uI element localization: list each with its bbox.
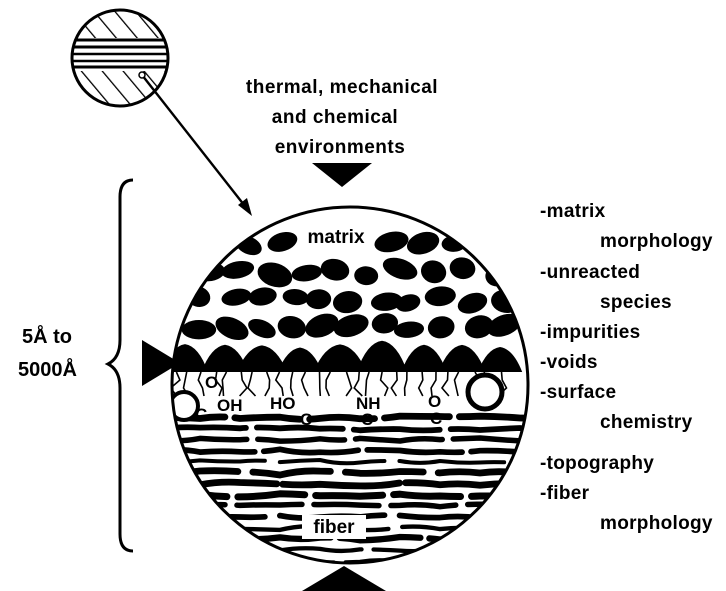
environment-text-line-2: and chemical [272,107,398,128]
interphase-particle [357,341,408,372]
fiber-layer [160,548,560,552]
scale-brace [108,180,133,551]
factor-6-line-1: -fiber [540,483,590,504]
matrix-particle [212,312,252,345]
matrix-particle [254,258,295,291]
factor-3-line-1: -voids [540,352,598,373]
interphase-particle [401,345,446,372]
fiber-layer [160,494,560,497]
matrix-particle [319,256,352,283]
chem-ho: HO [270,394,296,413]
factor-1-line-1: -unreacted [540,262,640,283]
fiber-label: fiber [313,517,355,538]
scale-label-line-1: 5Å to [22,324,72,348]
matrix-particle [212,205,238,224]
factor-4-line-1: -surface [540,382,616,403]
matrix-label: matrix [307,227,364,248]
chem-carbon-2: C [300,410,312,429]
matrix-particle [380,254,420,284]
factor-0-line-2: morphology [600,231,713,252]
fiber-layer [160,460,560,463]
factor-0-line-1: -matrix [540,201,606,222]
matrix-particle [475,235,511,255]
interphase-particle [439,345,486,372]
matrix-particle [331,310,371,341]
magnified-interphase-circle [160,196,560,563]
matrix-particles [182,196,524,345]
matrix-particle [404,228,442,258]
interphase-particle [478,347,522,372]
fiber-layer [160,416,560,419]
matrix-particle [290,263,323,284]
environment-down-arrow [312,163,372,187]
fiber-layer [160,438,560,441]
scale-label-line-2: 5000Å [18,357,77,381]
matrix-particle [372,228,410,255]
matrix-particle [182,320,217,339]
factor-6-line-2: morphology [600,513,713,534]
matrix-particle [184,284,213,310]
matrix-particle [191,234,228,254]
fiber-up-arrow [302,566,386,591]
factor-1-line-2: species [600,292,672,313]
chem-carbon-1: C [195,405,207,424]
matrix-particle [275,313,308,341]
chem-oxygen-1: O [205,373,218,392]
matrix-particle [448,255,477,281]
matrix-particle [245,315,278,342]
factor-4-line-2: chemistry [600,412,693,433]
fiber-layers [160,416,560,563]
fiber-layer [160,471,560,475]
matrix-particle [282,288,310,307]
factor-5-line-1: -topography [540,453,654,474]
environment-text-line-1: thermal, mechanical [246,77,438,98]
chem-carbon-3: C [361,410,373,429]
factor-2-line-1: -impurities [540,322,640,343]
matrix-particle [418,257,450,287]
matrix-particle [247,285,278,307]
matrix-particle [220,286,253,308]
fiber-layer [160,427,560,430]
matrix-particle [305,288,332,310]
composite-inset-circle [60,8,190,111]
matrix-particle [455,289,490,317]
matrix-particle [424,285,457,308]
factor-list: -matrix morphology -unreacted species -i… [540,201,713,534]
interphase-large-particles [162,341,522,372]
chem-hydroxyl: OH [217,396,243,415]
matrix-particle [441,235,467,253]
fiber-layer [160,449,560,452]
matrix-particle [464,196,496,227]
matrix-particle [412,202,445,221]
matrix-particle [354,265,379,285]
matrix-particle [220,258,256,281]
matrix-particle [426,314,456,340]
matrix-particle [332,289,364,315]
magnification-pointer-arrow [139,72,252,216]
matrix-particle [265,229,300,256]
chem-carbon-4: C [430,409,442,428]
environment-text-line-3: environments [275,137,406,158]
